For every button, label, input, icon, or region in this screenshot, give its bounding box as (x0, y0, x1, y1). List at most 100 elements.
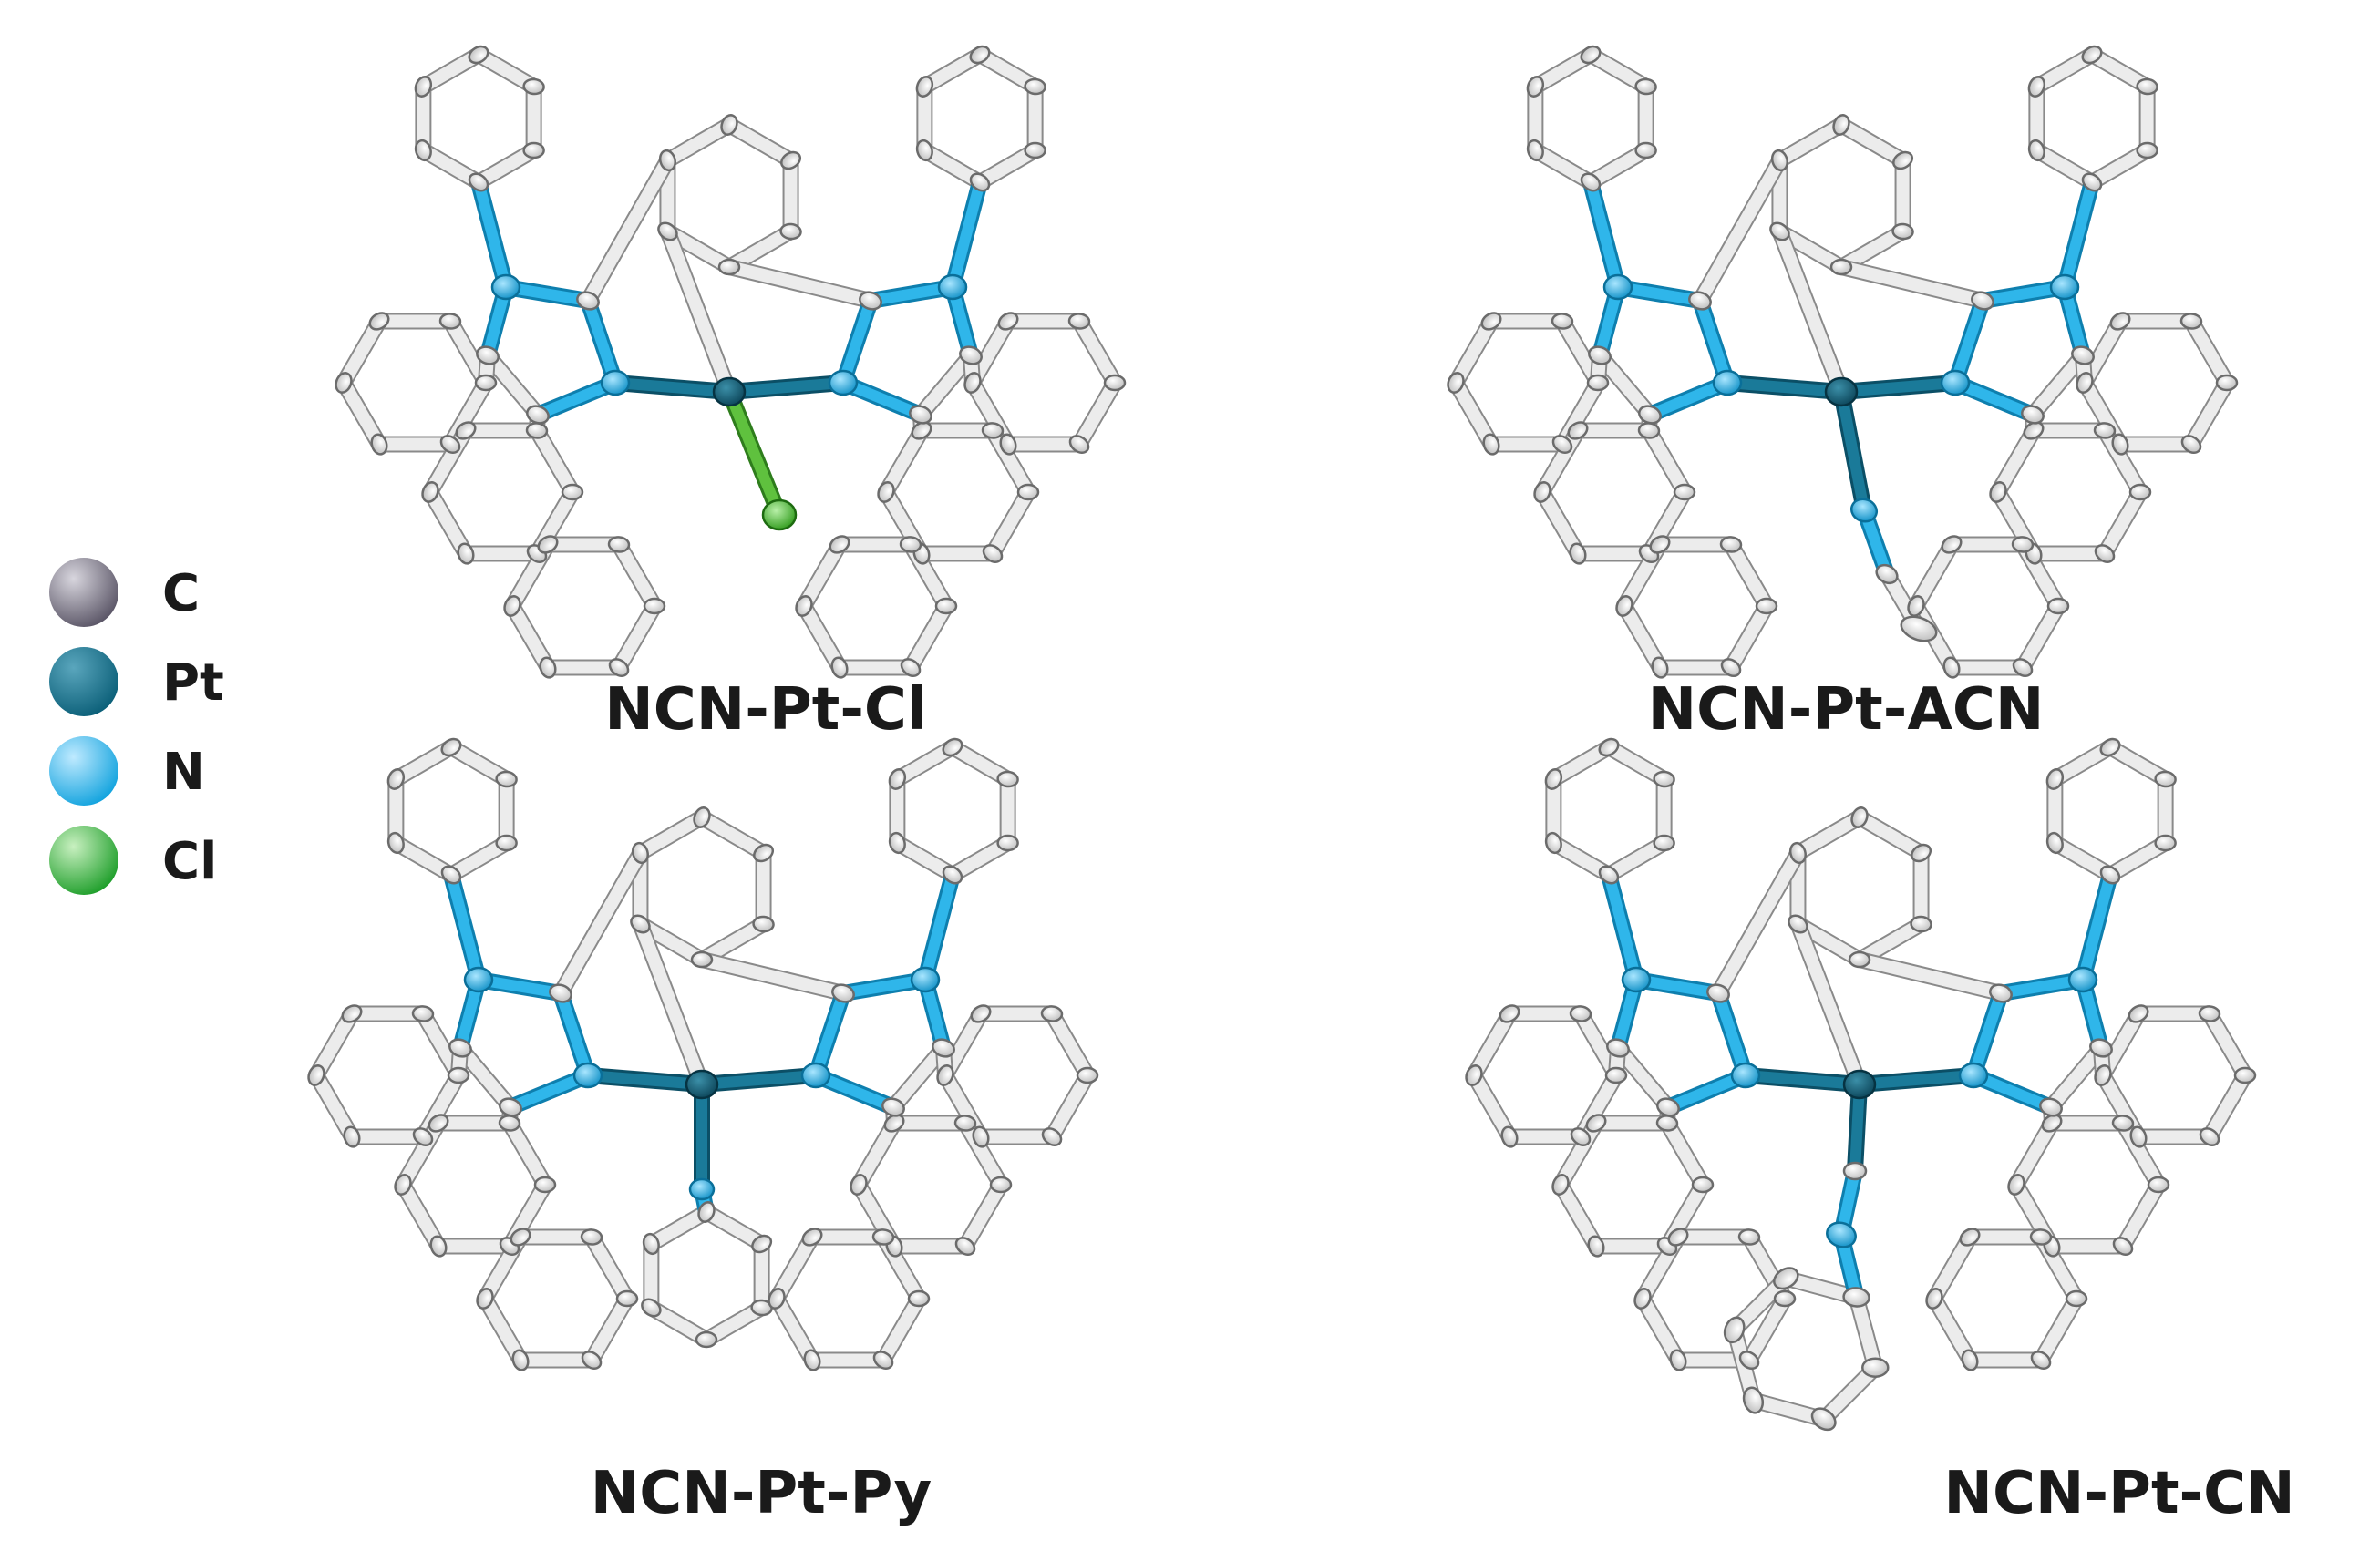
carbon-atom (1526, 76, 1545, 98)
carbon-atom (657, 221, 678, 241)
carbon-atom (850, 1174, 868, 1196)
bond-highlight (887, 1042, 950, 1114)
carbon-atom (526, 405, 550, 425)
bond-highlight (1695, 295, 1733, 388)
carbon-atom (1569, 542, 1587, 565)
carbon-atom (753, 843, 775, 863)
bond-highlight (2098, 424, 2147, 498)
carbon-atom (996, 834, 1019, 852)
carbon-atom (2147, 1176, 2170, 1194)
carbon-atom (386, 831, 405, 855)
carbon-atom (368, 312, 390, 331)
bond-highlight (1853, 811, 1928, 859)
carbon-atom (900, 658, 922, 678)
carbon-atom (831, 983, 855, 1003)
carbon-atom (2081, 172, 2103, 192)
carbon-atom (580, 1228, 603, 1246)
carbon-atom (1832, 114, 1850, 136)
platinum-swatch-icon (49, 647, 118, 716)
carbon-atom (307, 1064, 325, 1086)
carbon-atom (1447, 372, 1465, 394)
carbon-atom (2199, 1127, 2220, 1147)
carbon-atom (982, 544, 1004, 564)
bond-highlight (1073, 376, 1121, 451)
nitrogen-atom (937, 273, 968, 301)
bond-highlight (661, 225, 736, 398)
carbon-atom (1673, 483, 1696, 501)
carbon-atom (1911, 843, 1932, 863)
carbon-atom (549, 983, 572, 1003)
carbon-atom (1850, 806, 1869, 828)
carbon-atom (1569, 1005, 1592, 1022)
carbon-atom (859, 291, 882, 311)
bond-highlight (986, 424, 1035, 498)
carbon-atom (522, 77, 545, 96)
carbon-atom (576, 291, 600, 311)
carbon-atom (468, 172, 489, 192)
nitrogen-atom (688, 1177, 716, 1201)
carbon-atom (439, 435, 461, 455)
carbon-atom (615, 1289, 639, 1308)
bond-highlight (554, 847, 647, 1000)
bond-highlight (1950, 295, 1988, 388)
bond-highlight (1536, 486, 1584, 560)
carbon-atom (1848, 950, 1871, 969)
carbon-atom (1482, 433, 1500, 456)
carbon-atom (2027, 76, 2046, 98)
carbon-atom (1615, 595, 1633, 617)
bond-highlight (724, 377, 849, 397)
bond-highlight (337, 376, 386, 451)
carbon-atom (693, 806, 711, 828)
carbon-atom (2089, 1038, 2113, 1058)
carbon-atom (1769, 221, 1790, 241)
carbon-atom (1499, 1004, 1520, 1023)
carbon-atom (752, 915, 775, 933)
carbon-atom (1842, 1287, 1870, 1308)
bond-highlight (974, 48, 1042, 93)
panel-label-ncn-pt-cn: NCN-Pt-CN (1943, 1460, 2294, 1527)
carbon-atom (997, 312, 1019, 331)
bond-highlight (2203, 1007, 2251, 1082)
bond-highlight (770, 1292, 819, 1367)
legend-label-n: N (162, 743, 205, 802)
carbon-atom (1551, 1174, 1570, 1196)
bond-highlight (986, 486, 1035, 560)
carbon-atom (2065, 1289, 2088, 1308)
bond-highlight (472, 144, 541, 189)
bond-highlight (634, 811, 708, 859)
carbon-atom (999, 433, 1017, 456)
bond-highlight (1584, 144, 1653, 189)
bond-highlight (2203, 1069, 2251, 1144)
carbon-atom (1959, 1228, 1981, 1247)
carbon-atom (525, 422, 549, 439)
carbon-atom (697, 1201, 716, 1223)
carbon-atom (907, 1289, 931, 1308)
bond-highlight (1449, 376, 1498, 451)
carbon-atom (1637, 422, 1661, 439)
bond-highlight (2117, 1116, 2165, 1191)
bond-highlight (445, 741, 513, 786)
carbon-atom (2081, 45, 2103, 65)
carbon-atom (969, 45, 991, 65)
carbon-atom (476, 1288, 494, 1310)
carbon-atom (2007, 1174, 2025, 1196)
carbon-atom (2128, 1004, 2149, 1023)
nitrogen-atom (1602, 273, 1633, 301)
bond-highlight (1740, 1070, 1865, 1090)
carbon-atom (522, 141, 545, 159)
carbon-atom (1465, 1064, 1483, 1086)
carbon-atom (498, 1115, 521, 1132)
carbon-atom (750, 1299, 773, 1317)
bond-highlight (2059, 177, 2097, 293)
carbon-atom (942, 865, 963, 885)
bond-highlight (1722, 377, 1847, 397)
bond-highlight (1835, 118, 1910, 167)
bond-highlight (1836, 377, 1961, 397)
carbon-atom (642, 1232, 660, 1256)
bond-highlight (337, 314, 386, 389)
bond-highlight (947, 177, 985, 293)
carbon-atom (1842, 1161, 1868, 1181)
nitrogen-atom (2067, 966, 2098, 993)
carbon-atom (343, 1125, 361, 1148)
carbon-atom (2041, 1114, 2063, 1133)
